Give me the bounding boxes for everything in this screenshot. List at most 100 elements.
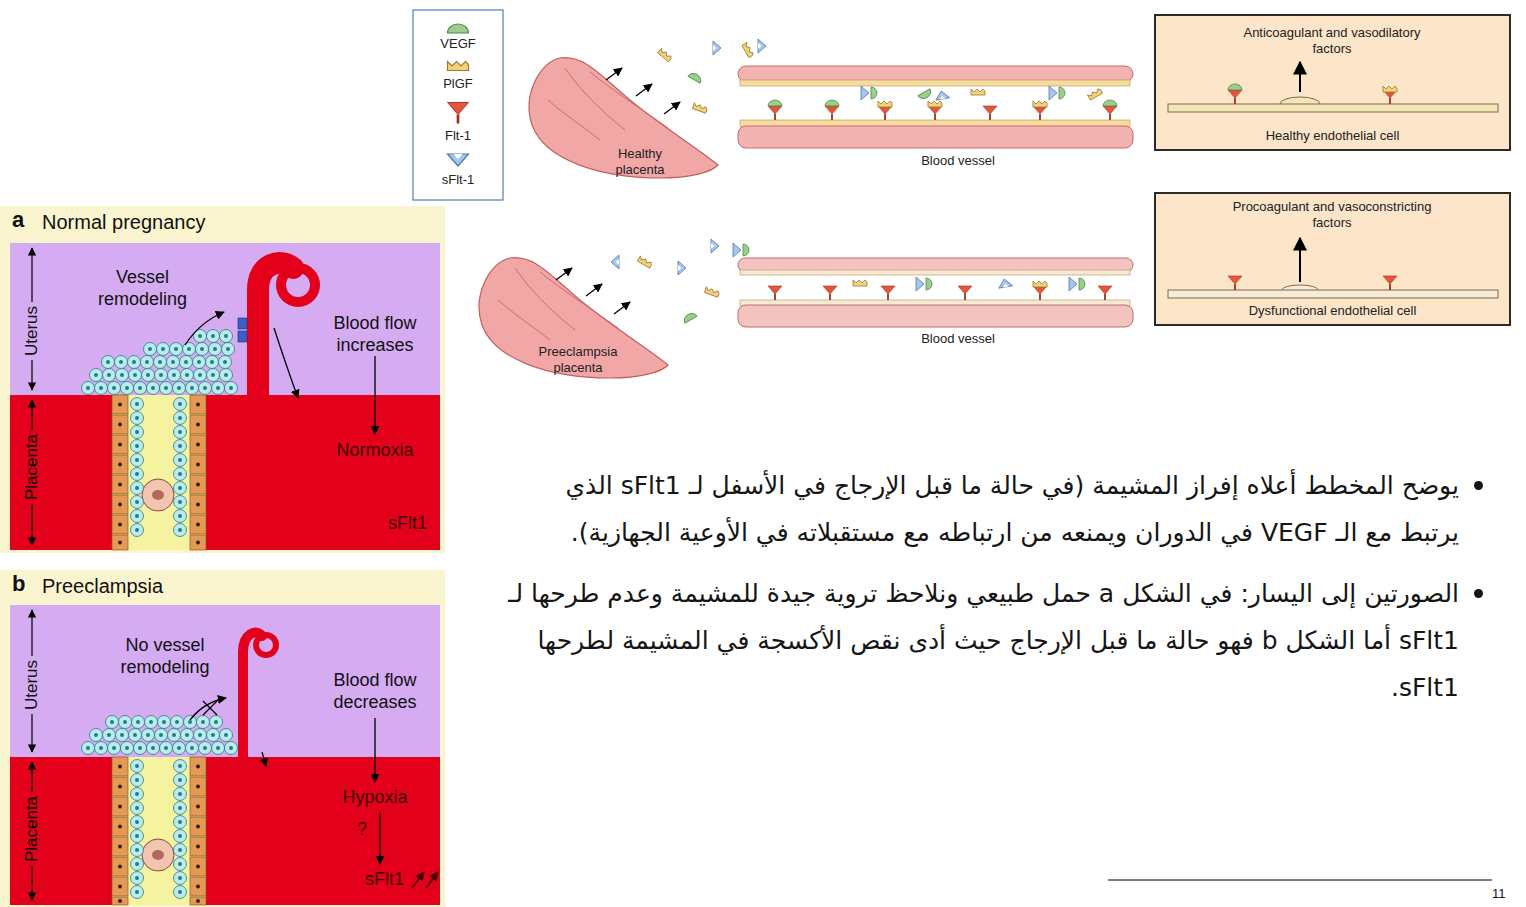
panel-b-art-part-part: [135, 876, 139, 880]
blood-vessel: [738, 66, 1133, 148]
panel-b-art-part-part: [118, 899, 122, 903]
panel-a-art-part-part: [170, 343, 183, 356]
panel-title: Preeclampsia: [42, 574, 163, 598]
panel-a-art-part-part: [207, 330, 220, 343]
panel-b-art-part-part: [178, 820, 182, 824]
panel-a-art-part-part: [196, 343, 209, 356]
healthy-cell-box-part: [1228, 90, 1242, 104]
panel-a-art-part-part: [135, 402, 139, 406]
secretion-arrows-part: [556, 268, 572, 280]
panel-a-art-part-part: [199, 382, 212, 395]
panel-a-art-part-part: [90, 369, 103, 382]
panel-b-art-part-part: [132, 716, 145, 729]
molecules-part: [658, 48, 673, 62]
panel-a-art-part-part: [158, 360, 162, 364]
panel-b-art-part-part: [225, 742, 238, 755]
panel-a-art-part-part: [115, 356, 128, 369]
box-heading: Anticoagulant and vasodilatory factors: [1242, 25, 1422, 56]
panel-a-art-part-part: [180, 356, 193, 369]
panel-a-art-part-part: [131, 398, 144, 411]
axis-label: Uterus: [22, 656, 42, 714]
panel-a-art-part: [238, 331, 247, 342]
panel-b-art-part-part: [131, 774, 144, 787]
panel-a-art-part-part: [186, 382, 199, 395]
molecules-part: [733, 243, 749, 257]
panel-b-art-part: [112, 757, 206, 905]
panel-a-art-part-part: [174, 454, 187, 467]
molecules-part: [983, 106, 997, 120]
molecules-part: [611, 255, 619, 269]
panel-a-art-part-part: [174, 468, 187, 481]
panel-b-art-part-part: [178, 848, 182, 852]
legend-label: PlGF: [418, 76, 498, 92]
panel-a-art-part-part: [216, 386, 220, 390]
axis-label: Placenta: [22, 792, 42, 866]
panel-a-art-part-part: [164, 386, 168, 390]
footnote-number: 11: [1492, 886, 1506, 902]
healthy-placenta: [529, 58, 718, 178]
placenta-region: PlacentaNormoxiasFlt1: [10, 395, 440, 550]
panel-a-art-part-part: [220, 330, 233, 343]
panel-b-art-part-part: [118, 805, 122, 809]
molecules-part: [928, 106, 942, 120]
panel-a-art-part-part: [173, 382, 186, 395]
panel-b-art-part-part: [178, 792, 182, 796]
panel-b-art-part-part: [131, 858, 144, 871]
panel-b-art-part-part: [160, 742, 173, 755]
secretion-arrows-part: [606, 68, 622, 80]
panel-b-art-part-part: [135, 778, 139, 782]
molecules-part: [958, 286, 972, 300]
annotation: sFlt1: [365, 869, 404, 891]
panel-a-art-part-part: [174, 510, 187, 523]
panel-a-art-part-part: [118, 523, 122, 527]
panel-a-art-part-part: [146, 373, 150, 377]
panel-a-art-part: [112, 395, 206, 550]
panel-a-art-part-part: [131, 426, 144, 439]
molecules-part: [768, 286, 782, 300]
panel-b-art-part-part: [174, 760, 187, 773]
panel-b-art-part-part: [172, 733, 176, 737]
panel-a-art-part-part: [190, 435, 206, 454]
panel-a-art-part-part: [209, 343, 222, 356]
panel-a-art-part-part: [211, 373, 215, 377]
panel-b-art-part: [412, 872, 424, 888]
panel-b-art-part-part: [112, 757, 128, 776]
panel-a-art-part-part: [196, 483, 200, 487]
panel-b-art-part-part: [194, 729, 207, 742]
panel-a-art-part-part: [190, 386, 194, 390]
panel-b-art-part-part: [171, 716, 184, 729]
panel-a-art-part-part: [141, 356, 154, 369]
panel-a-art-part-part: [99, 386, 103, 390]
panel-a-art-part-part: [196, 523, 200, 527]
panel-a-art-part-part: [197, 360, 201, 364]
molecules-part: [1049, 86, 1065, 100]
panel-b-art-part-part: [135, 806, 139, 810]
panel-b-art-part-part: [131, 872, 144, 885]
panel-a-art: [0, 206, 445, 553]
panel-b-art-part-part: [121, 742, 134, 755]
panel-a-art-part-part: [135, 472, 139, 476]
panel-b-art-part-part: [174, 816, 187, 829]
panel-a-art-part-part: [174, 426, 187, 439]
panel-a-art-part-part: [148, 347, 152, 351]
panel-a-art-part-part: [190, 395, 206, 414]
panel-a-art-part-part: [196, 443, 200, 447]
panel-b-art-part-part: [184, 716, 197, 729]
panel-b-art-part-part: [210, 716, 223, 729]
panel-b-art-part-part: [95, 742, 108, 755]
panel-a-art-part-part: [187, 347, 191, 351]
panel-a-art-part-part: [135, 514, 139, 518]
panel-b-art-part-part: [142, 729, 155, 742]
panel-b-art-part-part: [174, 858, 187, 871]
molecules-part: [934, 90, 949, 100]
panel-b-art-part-part: [196, 785, 200, 789]
molecules-part: [1033, 281, 1047, 287]
panel-b-art: [0, 570, 445, 907]
vessel-label: Blood vessel: [900, 331, 1016, 347]
panel-a-art-part-part: [229, 386, 233, 390]
panel-a-art-part-part: [112, 435, 128, 454]
panel-a-art-part-part: [142, 369, 155, 382]
panel-a-art-part-part: [147, 382, 160, 395]
panel-b-art-part-part: [199, 742, 212, 755]
panel-a-art-part-part: [178, 430, 182, 434]
